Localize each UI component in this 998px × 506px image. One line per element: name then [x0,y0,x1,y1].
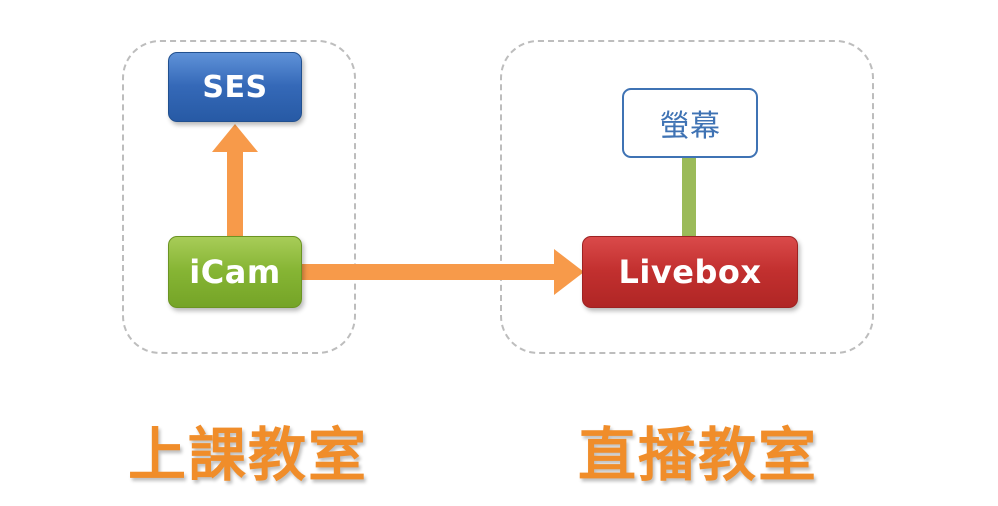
node-icam-label: iCam [189,253,281,291]
node-livebox: Livebox [582,236,798,308]
node-icam: iCam [168,236,302,308]
node-livebox-label: Livebox [618,253,762,291]
edge-icam-to-ses [212,124,258,238]
label-classroom: 上課教室 [128,421,369,489]
label-live-classroom: 直播教室 [578,421,819,489]
group-classroom-container [122,40,356,354]
edge-livebox-to-screen [682,158,696,236]
group-live-classroom-container [500,40,874,354]
node-ses-label: SES [202,69,268,105]
node-screen: 螢幕 [622,88,758,158]
node-ses: SES [168,52,302,122]
node-screen-label: 螢幕 [659,109,721,144]
edge-icam-to-livebox [302,249,584,295]
